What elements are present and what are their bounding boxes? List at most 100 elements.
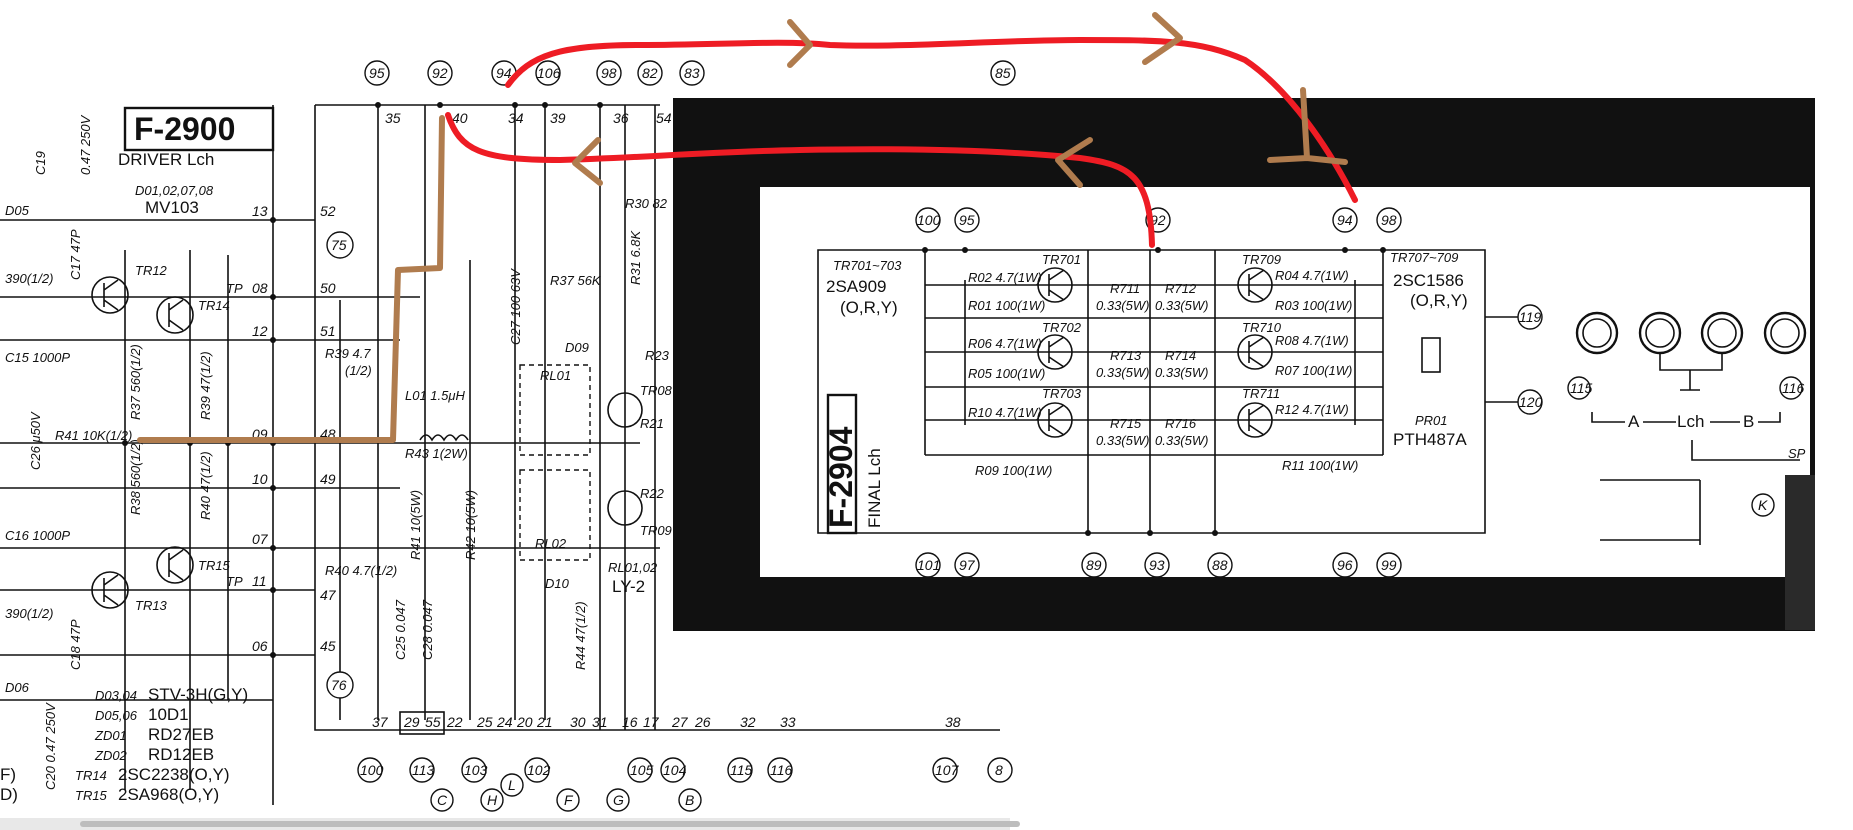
npn-part: 2SC1586 (1393, 271, 1464, 290)
final-left-resistors: R02 4.7(1W) R01 100(1W) R06 4.7(1W) R05 … (968, 270, 1045, 420)
r11-label: R11 100(1W) (1282, 458, 1358, 473)
svg-text:TR711: TR711 (1242, 386, 1280, 401)
svg-text:25: 25 (476, 714, 493, 730)
svg-text:29: 29 (403, 714, 420, 730)
svg-text:B: B (685, 792, 694, 808)
svg-text:34: 34 (508, 110, 524, 126)
edge-label-f: F) (0, 765, 16, 784)
tr13-symbol (91, 571, 129, 609)
svg-text:L: L (508, 777, 516, 793)
svg-text:52: 52 (320, 203, 336, 219)
svg-text:R715: R715 (1110, 416, 1142, 431)
svg-text:C: C (437, 792, 448, 808)
svg-text:98: 98 (1381, 212, 1397, 228)
left-schematic: F-2900 DRIVER Lch D01,02,07,08 MV103 TR1… (0, 60, 1020, 830)
svg-text:0.33(5W): 0.33(5W) (1096, 433, 1149, 448)
rl01-label: RL01 (540, 368, 571, 383)
svg-text:32: 32 (740, 714, 756, 730)
svg-text:107: 107 (935, 762, 960, 778)
annotation-layer (137, 12, 1358, 443)
svg-text:TP: TP (226, 281, 243, 296)
svg-text:R07 100(1W): R07 100(1W) (1275, 363, 1352, 378)
r21-label: R21 (640, 416, 664, 431)
r39-label: R39 47(1/2) (198, 351, 213, 420)
pnp-part: 2SA909 (826, 277, 887, 296)
svg-text:85: 85 (995, 65, 1011, 81)
c17-label: C17 47P (68, 229, 83, 280)
svg-text:R03 100(1W): R03 100(1W) (1275, 298, 1352, 313)
c19-label: C19 (33, 151, 48, 175)
svg-text:R716: R716 (1165, 416, 1197, 431)
d05-label: D05 (5, 203, 30, 218)
svg-text:95: 95 (369, 65, 385, 81)
final-board-outline (817, 249, 1486, 534)
relay-rl01 (519, 364, 591, 456)
tr14-label: TR14 (198, 298, 230, 313)
svg-text:97: 97 (959, 557, 976, 573)
tr15-symbol (156, 546, 194, 584)
legend-ref-5: TR15 (75, 788, 108, 803)
svg-text:R12 4.7(1W): R12 4.7(1W) (1275, 402, 1349, 417)
svg-text:06: 06 (252, 638, 268, 654)
relay-rl02 (519, 469, 591, 561)
pr01-part: PTH487A (1393, 430, 1467, 449)
pnp-ref: TR701~703 (833, 258, 902, 273)
svg-text:82: 82 (642, 65, 658, 81)
svg-text:0.33(5W): 0.33(5W) (1155, 433, 1208, 448)
svg-text:22: 22 (446, 714, 463, 730)
l01-label: L01 1.5μH (405, 388, 465, 403)
tr09-symbol (607, 490, 643, 526)
svg-text:89: 89 (1086, 557, 1102, 573)
r23-label: R23 (645, 348, 670, 363)
svg-text:88: 88 (1212, 557, 1228, 573)
tr15-label: TR15 (198, 558, 231, 573)
svg-text:A: A (1628, 412, 1640, 431)
svg-text:R01 100(1W): R01 100(1W) (968, 298, 1045, 313)
left-mid-wires (315, 296, 660, 549)
left-top-numbers: 35 40 34 39 36 54 (385, 110, 672, 126)
svg-text:SP: SP (1788, 446, 1806, 461)
legend-part-0: STV-3H(G,Y) (148, 685, 248, 704)
svg-text:35: 35 (385, 110, 401, 126)
r30-label: R30 82 (625, 196, 668, 211)
r40b-label: R40 4.7(1/2) (325, 563, 397, 578)
final-transistors: TR701 TR702 TR703 TR709 TR710 TR711 (1037, 252, 1282, 438)
left-bottom-circles: 100 113 103 102 105 104 115 116 107 8 (357, 757, 1013, 783)
c15-label: C15 1000P (5, 350, 70, 365)
svg-text:115: 115 (730, 762, 753, 778)
legend-ref-3: ZD02 (94, 748, 128, 763)
r390-top: 390(1/2) (5, 271, 53, 286)
svg-text:11: 11 (252, 573, 267, 589)
svg-text:105: 105 (630, 762, 654, 778)
arrow-right-2 (1142, 12, 1183, 65)
svg-text:R712: R712 (1165, 281, 1197, 296)
svg-text:51: 51 (320, 323, 336, 339)
final-junctions (922, 247, 1386, 536)
svg-text:106: 106 (537, 65, 561, 81)
svg-text:0.33(5W): 0.33(5W) (1096, 365, 1149, 380)
svg-text:103: 103 (464, 762, 488, 778)
svg-text:0.33(5W): 0.33(5W) (1096, 298, 1149, 313)
svg-text:54: 54 (656, 110, 672, 126)
tr12-label: TR12 (135, 263, 168, 278)
c28-label: C28 0.047 (420, 599, 435, 660)
svg-text:8: 8 (995, 762, 1003, 778)
scrollbar-thumb[interactable] (80, 821, 1020, 827)
svg-text:27: 27 (671, 714, 689, 730)
r41b-label: R41 10(5W) (408, 490, 423, 560)
svg-text:95: 95 (959, 212, 975, 228)
arrow-left-1 (1055, 137, 1093, 188)
svg-text:TR701: TR701 (1042, 252, 1081, 267)
legend-ref-0: D03,04 (95, 688, 137, 703)
c20-label: C20 0.47 250V (43, 702, 58, 790)
right-schematic: TR701 TR702 TR703 TR709 TR710 TR711 R02 … (817, 207, 1815, 630)
svg-text:104: 104 (663, 762, 687, 778)
svg-text:113: 113 (412, 762, 435, 778)
svg-text:98: 98 (601, 65, 617, 81)
svg-text:R713: R713 (1110, 348, 1142, 363)
svg-text:R711: R711 (1110, 281, 1140, 296)
r39b-label: R39 4.7 (325, 346, 371, 361)
svg-text:96: 96 (1337, 557, 1353, 573)
svg-text:92: 92 (1150, 212, 1166, 228)
